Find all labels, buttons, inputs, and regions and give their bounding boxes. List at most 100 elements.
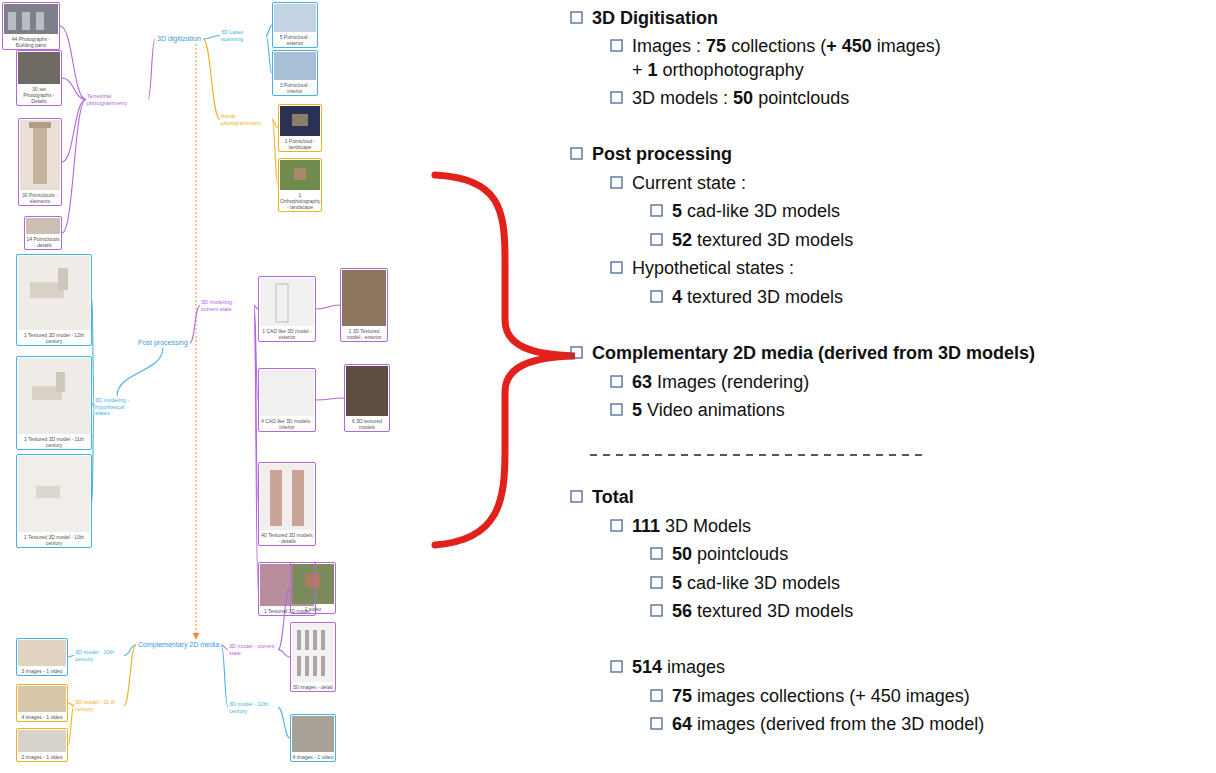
thumbnail-box: 3 images - 1 video	[16, 638, 68, 676]
list-emphasis: 56	[672, 601, 692, 621]
column-figure	[321, 656, 325, 676]
thumbnail-box: 30 set Photographs - Details	[16, 50, 62, 106]
model-thumbnail	[18, 456, 90, 532]
thumbnail-caption: 4 images - 1 video	[18, 714, 66, 720]
tower-figure	[56, 372, 65, 392]
list-text: cad-like 3D models	[687, 201, 840, 221]
render-thumbnail	[292, 564, 334, 604]
checkbox-bullet	[611, 262, 622, 273]
column-figure	[33, 126, 47, 184]
mindmap-branch	[278, 588, 290, 650]
thumbnail-caption: 14 Pointclouds - details	[26, 236, 60, 248]
curly-brace	[435, 175, 575, 545]
checkbox-bullet	[611, 404, 622, 415]
list-line: 56textured 3D models	[672, 600, 853, 622]
list-line: 3D models :50pointclouds	[632, 87, 849, 109]
column-figure	[292, 470, 304, 526]
list-text: Video animations	[647, 400, 785, 420]
list-line: 5cad-like 3D models	[672, 200, 840, 222]
list-text: images (derived from the 3D model)	[697, 714, 984, 734]
branch-label: 3D model - 12th century	[228, 700, 278, 715]
column-capital	[29, 122, 51, 128]
list-text: 3D Models	[665, 516, 751, 536]
thumbnail-caption: 4 images - 1 video	[292, 754, 334, 760]
arch-detail	[8, 12, 16, 30]
thumbnail-caption: 3 images - 1 video	[18, 668, 66, 674]
column-figure	[313, 630, 317, 650]
pointcloud-thumbnail	[20, 120, 60, 190]
building-figure	[306, 574, 320, 588]
list-line: 514images	[632, 656, 725, 678]
list-emphasis: 5	[672, 573, 682, 593]
mindmap-branch	[278, 650, 290, 658]
thumbnail-box: 1 Pointcloud - landscape	[278, 104, 322, 152]
mindmap-branch	[92, 407, 94, 501]
pointcloud-thumbnail	[26, 218, 60, 234]
list-emphasis: 4	[672, 287, 682, 307]
thumbnail-caption: 30 set Photographs - Details	[18, 86, 60, 104]
list-text: pointclouds	[758, 88, 849, 108]
checkbox-bullet	[611, 520, 622, 531]
list-line: +1orthophotography	[632, 59, 804, 81]
render-thumbnail	[292, 716, 334, 752]
branch-label: 3D model - 11 th century	[74, 698, 124, 713]
thumbnail-caption: 1 CAD like 3D model - exterior	[260, 328, 314, 340]
mindmap-branch	[316, 398, 344, 400]
list-line: Hypothetical states :	[632, 257, 794, 279]
checkbox-bullet	[611, 661, 622, 672]
list-text: Images :	[632, 36, 701, 56]
thumbnail-box: 1 CAD like 3D model - exterior	[258, 276, 316, 342]
list-text: orthophotography	[663, 60, 804, 80]
list-text: textured 3D models	[697, 601, 853, 621]
thumbnail-caption: 1 Textured 3D model - 10th century	[18, 534, 90, 546]
mindmap-branch	[68, 706, 74, 746]
thumbnail-caption: 1 Orthophotography - landscape	[280, 192, 320, 210]
checkbox-bullet	[611, 177, 622, 188]
mindmap-branch	[62, 100, 86, 163]
checkbox-bullet	[651, 234, 662, 245]
branch-label: 3D modeling - hypothetical states	[94, 396, 140, 418]
dashed-separator	[590, 454, 925, 456]
column-figure	[297, 630, 301, 650]
render-thumbnail	[18, 686, 66, 712]
branch-label-text: Terrestrial photogrammetry	[87, 93, 147, 106]
model-thumbnail	[18, 256, 90, 330]
checkbox-bullet	[611, 40, 622, 51]
list-line: Complementary 2D media (derived from 3D …	[592, 342, 1035, 364]
thumbnail-caption: 6 3D textured models	[346, 418, 388, 430]
thumbnail-box: 30 Pointclouds - elements	[18, 118, 62, 206]
mindmap-branch	[60, 26, 86, 100]
orthophoto-thumbnail	[280, 160, 320, 190]
branch-label-text: 3D model - 12th century	[229, 701, 277, 714]
column-figure	[321, 630, 325, 650]
list-emphasis: 111	[632, 516, 660, 536]
list-emphasis: 50	[672, 544, 692, 564]
list-emphasis: 75	[706, 36, 726, 56]
thumbnail-pictures	[4, 4, 388, 752]
list-emphasis: 3D Digitisation	[592, 8, 718, 28]
thumbnail-box: 6 3D textured models	[344, 364, 390, 432]
thumbnail-caption: 50 images - detail	[292, 684, 334, 690]
list-line: Current state :	[632, 172, 746, 194]
column-figure	[313, 656, 317, 676]
mindmap-branch	[221, 645, 228, 708]
thumbnail-caption: 30 Pointclouds - elements	[20, 192, 60, 204]
checkbox-bullet	[611, 376, 622, 387]
thumbnail-caption: 1 3D Textured model - exterior	[342, 328, 386, 340]
list-emphasis: Post processing	[592, 144, 732, 164]
topic-label-text: 3D digitization	[157, 35, 201, 43]
mindmap-branch	[62, 100, 86, 234]
list-line: Post processing	[592, 143, 732, 165]
branch-label-text: 3D Laser scanning	[221, 29, 265, 42]
bullet-checkboxes	[571, 12, 662, 729]
list-text: pointclouds	[697, 544, 788, 564]
thumbnail-caption: 44 Photographs - Building parts	[4, 36, 58, 48]
list-text: images)	[877, 36, 941, 56]
mindmap-branch	[62, 78, 86, 100]
list-text: textured 3D models	[687, 287, 843, 307]
model-thumbnail	[346, 366, 388, 416]
mindmap-branch	[190, 306, 200, 344]
mindmap-branch	[316, 305, 340, 309]
